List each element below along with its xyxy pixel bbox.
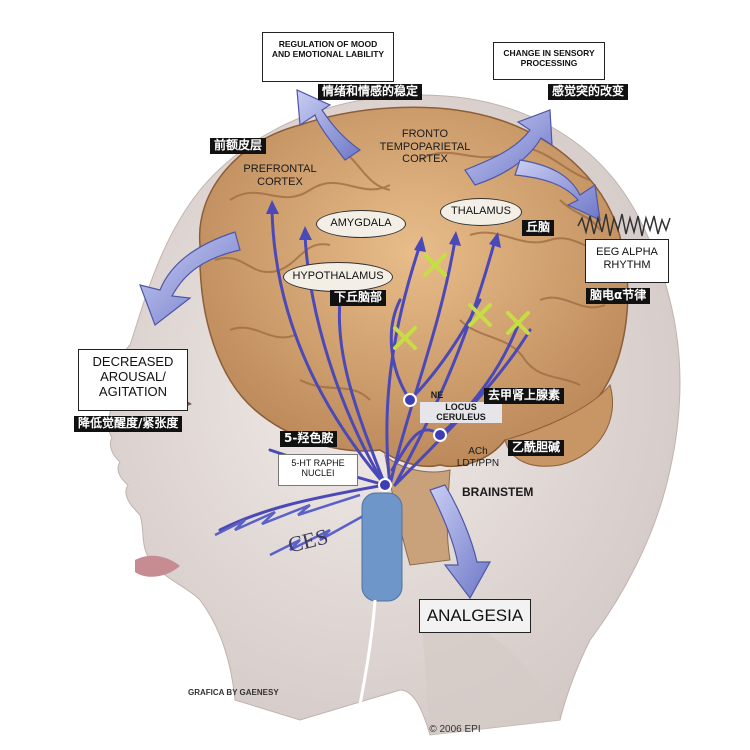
raphe-dot [378,478,392,492]
raphe-nuclei-label: 5-HT RAPHE NUCLEI [278,454,358,486]
ne-label: NE [430,390,444,400]
ldt-ppn-dot [433,428,447,442]
ne-label-cn: 去甲肾上腺素 [484,388,565,404]
locus-ceruleus-dot [403,393,417,407]
mood-label: REGULATION OF MOOD AND EMOTIONAL LABILIT… [262,32,394,82]
prefrontal-label-cn: 前额皮层 [210,138,267,154]
thalamus-label-cn: 丘脑 [522,220,555,236]
arousal-label: DECREASED AROUSAL/ AGITATION [78,349,188,411]
hypothalamus-label: HYPOTHALAMUS [283,262,393,292]
analgesia-label: ANALGESIA [419,599,531,633]
arrow-to-sensory [464,109,553,186]
ces-electrode [361,492,403,602]
effect-arrows [139,89,601,600]
arrow-to-arousal [139,231,241,326]
eeg-wave-icon [577,213,671,237]
nuclei [378,393,447,492]
ach-label: ACh LDT/PPN [456,446,500,469]
brainstem-label: BRAINSTEM [462,485,534,499]
ach-label-cn: 乙酰胆碱 [508,440,565,456]
arousal-label-cn: 降低觉醒度/紧张度 [74,416,183,432]
amygdala-label: AMYGDALA [316,210,406,238]
locus-ceruleus-label: LOCUS CERULEUS [420,402,502,423]
arrow-to-analgesia [429,484,492,600]
serotonin-label-cn: 5-羟色胺 [280,431,338,447]
eeg-alpha-label: EEG ALPHA RHYTHM [585,239,669,283]
inhibition-marks [393,253,530,350]
arrow-to-mood [296,89,362,161]
mood-label-cn: 情绪和情感的稳定 [318,84,423,100]
thalamus-label: THALAMUS [440,198,522,226]
copyright-label: © 2006 EPI [429,724,481,735]
lips [135,555,180,577]
credit-label: GRAFICA BY GAENESY [188,688,279,697]
sensory-label: CHANGE IN SENSORY PROCESSING [493,42,605,80]
eeg-alpha-label-cn: 脑电α节律 [586,288,651,304]
sensory-label-cn: 感觉突的改变 [548,84,629,100]
arrow-to-eeg [514,159,601,222]
prefrontal-label: PREFRONTAL CORTEX [243,163,317,188]
hypothalamus-label-cn: 下丘脑部 [330,290,387,306]
ces-signal-icon [214,493,366,557]
fronto-temporoparietal-label: FRONTO TEMPOPARIETAL CORTEX [379,128,471,166]
